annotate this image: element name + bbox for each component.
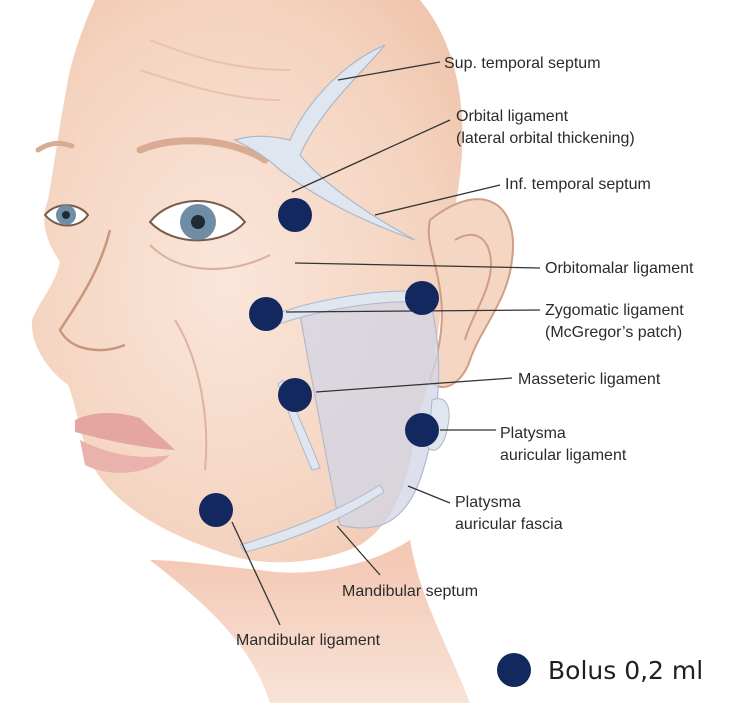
label-platysma-auricular-fascia: Platysma bbox=[455, 494, 521, 511]
nose bbox=[58, 229, 126, 352]
neck bbox=[150, 540, 470, 703]
pupil bbox=[191, 215, 205, 229]
label-sup-temporal-septum: Sup. temporal septum bbox=[444, 55, 601, 72]
upper-lip bbox=[75, 413, 175, 450]
ear bbox=[427, 198, 514, 389]
sup-temporal-septum-shape bbox=[233, 44, 416, 241]
label-platysma-auricular-ligament: Platysma bbox=[500, 425, 566, 442]
ear-inner bbox=[454, 234, 492, 341]
labels: Sup. temporal septum Orbital ligament (l… bbox=[236, 55, 694, 649]
leader-mandibular-ligament bbox=[231, 521, 281, 626]
lower-lip bbox=[80, 440, 170, 473]
bolus-dot-platysma bbox=[405, 413, 439, 447]
label-platysma-auricular-ligament-sub: auricular ligament bbox=[500, 447, 627, 464]
label-masseteric-ligament: Masseteric ligament bbox=[518, 371, 661, 388]
label-orbital-ligament: Orbital ligament bbox=[456, 108, 569, 125]
leader-sup-temporal bbox=[337, 61, 441, 81]
label-orbitomalar-ligament: Orbitomalar ligament bbox=[545, 260, 694, 277]
leader-masseteric bbox=[315, 377, 513, 393]
label-mandibular-septum: Mandibular septum bbox=[342, 583, 478, 600]
label-zygomatic-ligament-sub: (McGregor’s patch) bbox=[545, 324, 682, 341]
leader-inf-temporal bbox=[374, 184, 501, 216]
leader-mandibular-septum bbox=[336, 525, 381, 576]
face-illustration bbox=[31, 0, 514, 703]
bolus-dot-zygomatic-medial bbox=[249, 297, 283, 331]
leader-lines bbox=[231, 61, 541, 626]
leader-orbitomalar bbox=[294, 262, 541, 269]
label-zygomatic-ligament: Zygomatic ligament bbox=[545, 302, 684, 319]
forehead-line bbox=[149, 39, 291, 71]
pupil-left bbox=[62, 211, 70, 219]
bolus-dot-orbital bbox=[278, 198, 312, 232]
leader-orbital bbox=[291, 119, 451, 193]
label-inf-temporal-septum: Inf. temporal septum bbox=[505, 176, 651, 193]
legend: Bolus 0,2 ml bbox=[497, 653, 703, 687]
mandibular-septum-shape bbox=[239, 484, 385, 553]
eyebrow-left bbox=[35, 140, 75, 153]
leader-platysma-fascia bbox=[407, 485, 451, 504]
label-orbital-ligament-sub: (lateral orbital thickening) bbox=[456, 130, 635, 147]
bolus-dots bbox=[199, 198, 439, 527]
under-eye-line bbox=[149, 244, 271, 270]
forehead-line bbox=[139, 69, 281, 101]
label-mandibular-ligament: Mandibular ligament bbox=[236, 632, 381, 649]
label-platysma-auricular-fascia-sub: auricular fascia bbox=[455, 516, 563, 533]
bolus-dot-zygomatic-lateral bbox=[405, 281, 439, 315]
nasolabial-fold bbox=[174, 319, 208, 471]
bolus-dot-mandibular bbox=[199, 493, 233, 527]
bolus-dot-masseteric bbox=[278, 378, 312, 412]
legend-dot bbox=[497, 653, 531, 687]
eyebrow bbox=[136, 137, 269, 164]
legend-label: Bolus 0,2 ml bbox=[548, 656, 703, 685]
